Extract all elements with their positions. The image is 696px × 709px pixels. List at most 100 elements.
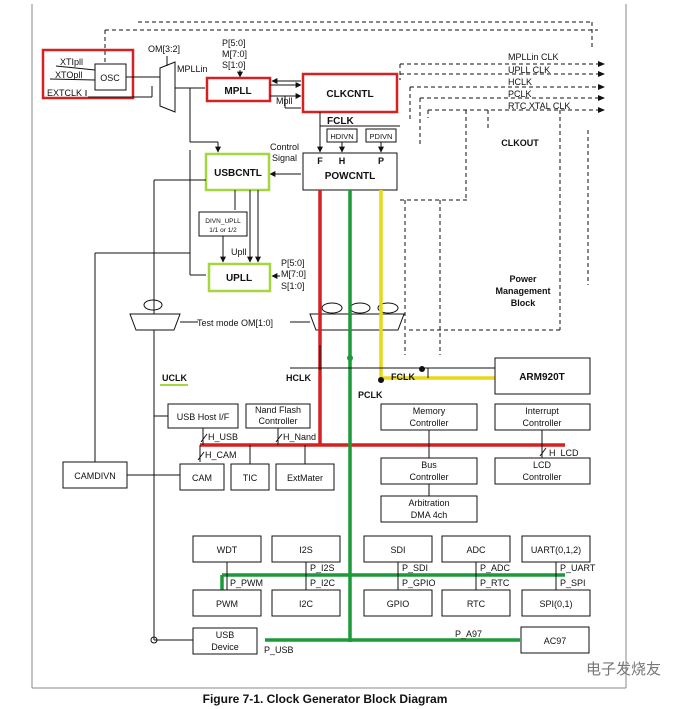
i2c-label: I2C bbox=[299, 599, 314, 609]
p-rtc-label: P_RTC bbox=[480, 578, 510, 588]
f-label: F bbox=[317, 156, 323, 166]
wdt-box bbox=[192, 535, 262, 563]
usb-device-label-2: Device bbox=[211, 642, 239, 652]
xtopll-label: XTOpll bbox=[55, 70, 82, 80]
powcntl-box bbox=[302, 152, 398, 191]
osc-label: OSC bbox=[100, 73, 120, 83]
pwm-label: PWM bbox=[216, 599, 238, 609]
h-usb-label: H_USB bbox=[208, 432, 238, 442]
rtc-label: RTC bbox=[467, 599, 486, 609]
p-sdi-label: P_SDI bbox=[402, 563, 428, 573]
memory-label-2: Controller bbox=[409, 418, 448, 428]
spi-label: SPI(0,1) bbox=[539, 599, 572, 609]
lcd-label-2: Controller bbox=[522, 472, 561, 482]
uart-box bbox=[521, 535, 591, 563]
p-i2s-label: P_I2S bbox=[310, 563, 335, 573]
p-i2c-label: P_I2C bbox=[310, 578, 336, 588]
mpll-label: MPLL bbox=[224, 86, 251, 97]
sdi-box bbox=[363, 535, 433, 563]
arm920t-box bbox=[494, 357, 591, 395]
ac97-label: AC97 bbox=[544, 636, 567, 646]
sdi-label: SDI bbox=[390, 545, 405, 555]
camdivn-label: CAMDIVN bbox=[74, 471, 116, 481]
p-adc-label: P_ADC bbox=[480, 563, 511, 573]
xtipll-label: XTIpll bbox=[60, 57, 83, 67]
mpll-box bbox=[205, 76, 272, 103]
s10b-label: S[1:0] bbox=[281, 281, 305, 291]
fclk-yellow-bus bbox=[379, 190, 495, 380]
divn-upll-box bbox=[198, 211, 248, 237]
osc-box bbox=[94, 63, 127, 91]
ac97-box bbox=[520, 626, 590, 654]
bus-label-1: Bus bbox=[421, 460, 437, 470]
divn-upll-label: DIVN_UPLL bbox=[205, 218, 241, 225]
upll-signal-label: Upll bbox=[231, 247, 247, 257]
powcntl-label: POWCNTL bbox=[325, 171, 376, 182]
interrupt-label-2: Controller bbox=[522, 418, 561, 428]
tic-box bbox=[230, 463, 270, 491]
tic-label: TIC bbox=[243, 473, 258, 483]
memory-label-1: Memory bbox=[413, 406, 446, 416]
nand-label-1: Nand Flash bbox=[255, 405, 301, 415]
arbitration-label-2: DMA 4ch bbox=[411, 510, 448, 520]
testmode-label: Test mode OM[1:0] bbox=[197, 318, 273, 328]
p50a-label: P[5:0] bbox=[222, 38, 246, 48]
watermark: 电子发烧友 bbox=[586, 660, 662, 678]
p-pwm-label: P_PWM bbox=[230, 578, 263, 588]
outer-frame bbox=[31, 4, 627, 689]
arbitration-label-1: Arbitration bbox=[408, 498, 449, 508]
arbitration-box bbox=[380, 495, 478, 523]
i2s-box bbox=[271, 535, 341, 563]
camdivn-box bbox=[62, 461, 128, 489]
clk-upll-label: UPLL CLK bbox=[508, 65, 550, 75]
interrupt-label-1: Interrupt bbox=[525, 406, 559, 416]
upll-label: UPLL bbox=[226, 273, 252, 284]
arm920t-label: ARM920T bbox=[519, 372, 565, 383]
gpio-label: GPIO bbox=[387, 599, 410, 609]
clkcntl-label: CLKCNTL bbox=[326, 89, 373, 100]
osc-input-box bbox=[41, 48, 135, 100]
p-gpio-label: P_GPIO bbox=[402, 578, 436, 588]
uart-label: UART(0,1,2) bbox=[531, 545, 581, 555]
wdt-label: WDT bbox=[217, 545, 238, 555]
usbcntl-label: USBCNTL bbox=[214, 168, 262, 179]
p-a97-label: P_A97 bbox=[455, 629, 482, 639]
s10a-label: S[1:0] bbox=[222, 60, 246, 70]
bus-ctrl-box bbox=[380, 457, 478, 485]
clkcntl-box bbox=[301, 72, 399, 114]
usb-device-label-1: USB bbox=[216, 630, 235, 640]
signal-label: Signal bbox=[272, 153, 297, 163]
i2s-label: I2S bbox=[299, 545, 313, 555]
i2c-box bbox=[271, 589, 341, 617]
extmater-label: ExtMater bbox=[287, 473, 323, 483]
figure-caption: Figure 7-1. Clock Generator Block Diagra… bbox=[202, 692, 448, 706]
clk-hclk-label: HCLK bbox=[508, 77, 532, 87]
test-mux-left bbox=[129, 313, 181, 331]
mpll-output-label: Mpll bbox=[276, 96, 293, 106]
cam-box bbox=[179, 463, 225, 491]
m70a-label: M[7:0] bbox=[222, 49, 247, 59]
cam-label: CAM bbox=[192, 473, 212, 483]
lcd-label-1: LCD bbox=[533, 460, 552, 470]
nand-label-2: Controller bbox=[258, 416, 297, 426]
h-label: H bbox=[339, 156, 346, 166]
uclk-label: UCLK bbox=[162, 373, 187, 383]
rtc-box bbox=[441, 589, 511, 617]
clk-pclk-label: PCLK bbox=[508, 89, 532, 99]
test-mux-right bbox=[309, 313, 405, 331]
adc-box bbox=[441, 535, 511, 563]
clkout-label: CLKOUT bbox=[501, 138, 539, 148]
usb-host-label: USB Host I/F bbox=[177, 412, 230, 422]
xtopll-line bbox=[49, 78, 96, 81]
pwm-box bbox=[192, 589, 262, 617]
adc-label: ADC bbox=[466, 545, 486, 555]
pdivn-label: PDIVN bbox=[370, 132, 393, 141]
extclk-label: EXTCLK bbox=[47, 88, 82, 98]
pmb-label-2: Management bbox=[495, 286, 550, 296]
p-usb-label: P_USB bbox=[264, 645, 294, 655]
clk-rtc-label: RTC XTAL CLK bbox=[508, 101, 570, 111]
p-label: P bbox=[378, 156, 384, 166]
clock-out-lines bbox=[104, 21, 598, 355]
upll-box bbox=[207, 262, 272, 293]
